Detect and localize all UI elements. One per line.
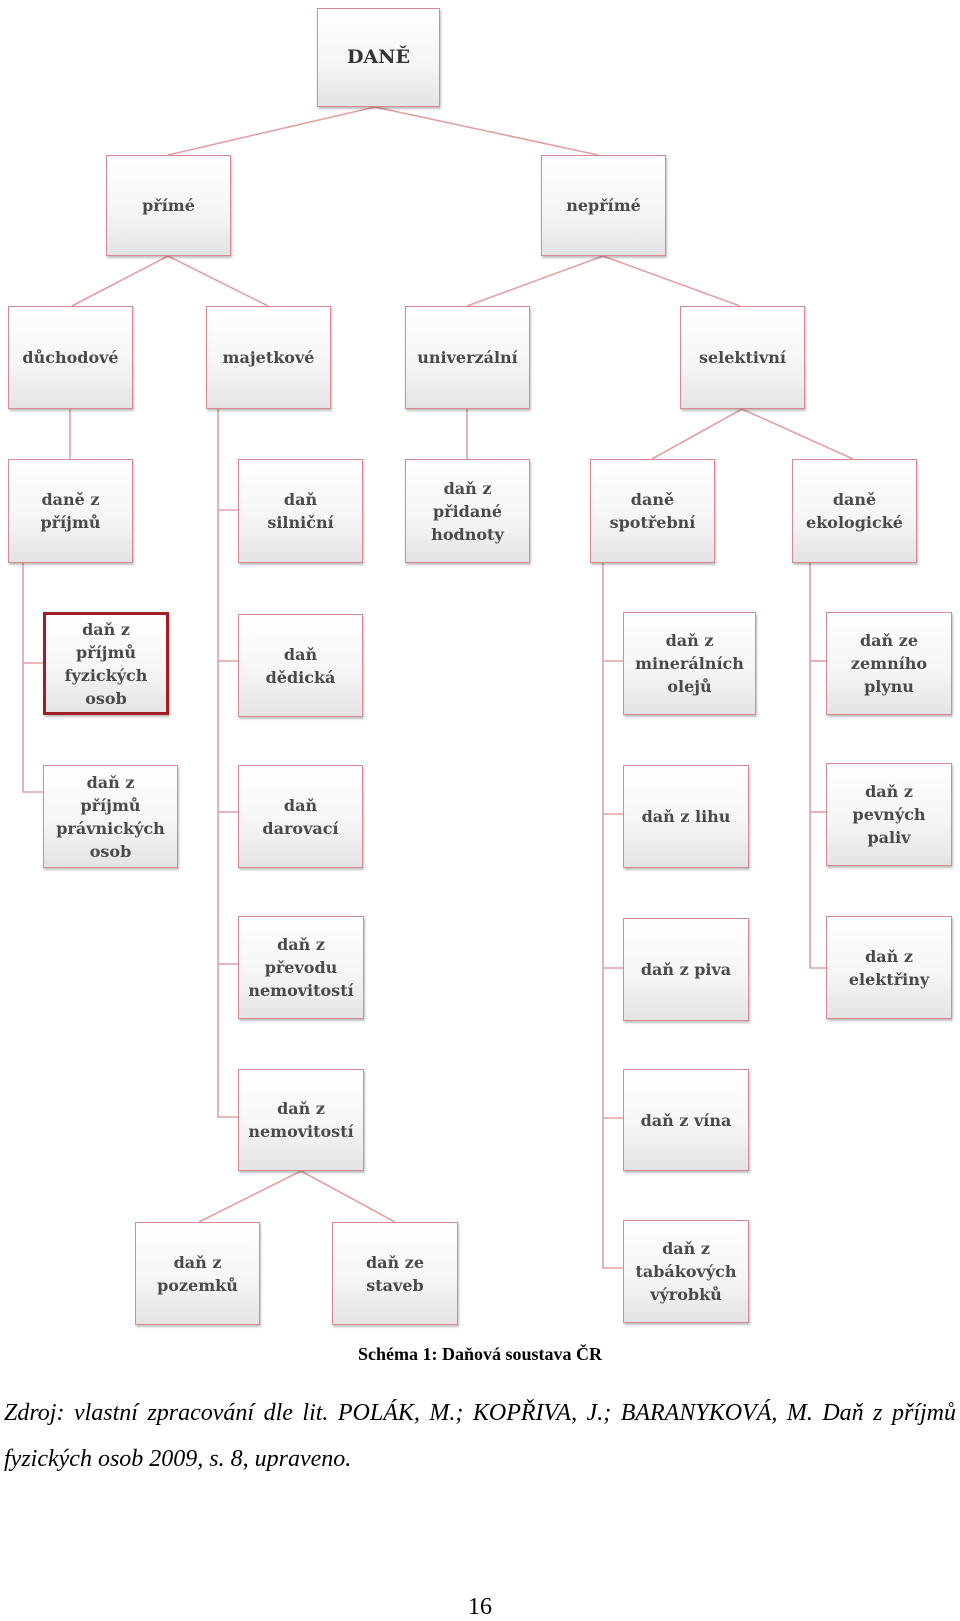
node-dan-z-nemovitosti: daň z nemovitostí (238, 1069, 364, 1171)
node-dane-ekologicke: daně ekologické (792, 459, 917, 563)
node-dan-z-lihu: daň z lihu (623, 765, 749, 868)
node-dan-z-prijmu-pravnickych-osob: daň z příjmů právnických osob (43, 765, 178, 868)
node-dan-silnicni: daň silniční (238, 459, 363, 563)
node-dan-z-pridane-hodnoty: daň z přidané hodnoty (405, 459, 530, 563)
node-duchodove: důchodové (8, 306, 133, 409)
connector-line (300, 1170, 396, 1223)
connector-line (651, 408, 743, 460)
node-dan-z-elektriny: daň z elektřiny (826, 916, 952, 1019)
connector-line (217, 409, 238, 1118)
connector-line (602, 563, 623, 1269)
source-citation: Zdroj: vlastní zpracování dle lit. POLÁK… (4, 1400, 956, 1472)
node-univerzalni: univerzální (405, 306, 530, 409)
node-neprime: nepřímé (541, 155, 666, 256)
node-dan-ze-staveb: daň ze staveb (332, 1222, 458, 1325)
node-dan-z-prevodu-nemovitosti: daň z převodu nemovitostí (238, 916, 364, 1019)
page-number: 16 (468, 1594, 492, 1620)
connector-line (466, 255, 604, 307)
node-dan-dedicka: daň dědická (238, 614, 363, 717)
node-dane-z-prijmu: daně z příjmů (8, 459, 133, 563)
node-dan-ze-zemniho-plynu: daň ze zemního plynu (826, 612, 952, 715)
connector-line (741, 408, 854, 460)
node-majetkove: majetkové (206, 306, 331, 409)
node-dan-z-pevnych-paliv: daň z pevných paliv (826, 763, 952, 866)
connector-line (22, 563, 43, 793)
tax-system-diagram: DANĚ přímé nepřímé důchodové majetkové u… (8, 8, 952, 1325)
node-dan-z-mineralnich-oleju: daň z minerálních olejů (623, 612, 756, 715)
node-dan-z-pozemku: daň z pozemků (135, 1222, 260, 1325)
node-dan-z-tabakovych-vyrobku: daň z tabákových výrobků (623, 1220, 749, 1323)
connector-line (374, 106, 599, 156)
connector-line (167, 255, 269, 307)
diagram-connectors (22, 106, 854, 1269)
connector-line (198, 1170, 302, 1223)
node-prime: přímé (106, 155, 231, 256)
node-dan-darovaci: daň darovací (238, 765, 363, 868)
node-dane: DANĚ (317, 8, 440, 107)
node-selektivni: selektivní (680, 306, 805, 409)
node-dan-z-prijmu-fyzickych-osob: daň z příjmů fyzických osob (43, 612, 169, 715)
node-dan-z-vina: daň z vína (623, 1069, 749, 1171)
connector-line (71, 255, 169, 307)
figure-caption: Schéma 1: Daňová soustava ČR (357, 1344, 602, 1364)
node-dane-spotrebni: daně spotřební (590, 459, 715, 563)
connector-line (167, 106, 376, 156)
node-dan-z-piva: daň z piva (623, 918, 749, 1021)
connector-line (809, 563, 826, 969)
connector-line (602, 255, 741, 307)
